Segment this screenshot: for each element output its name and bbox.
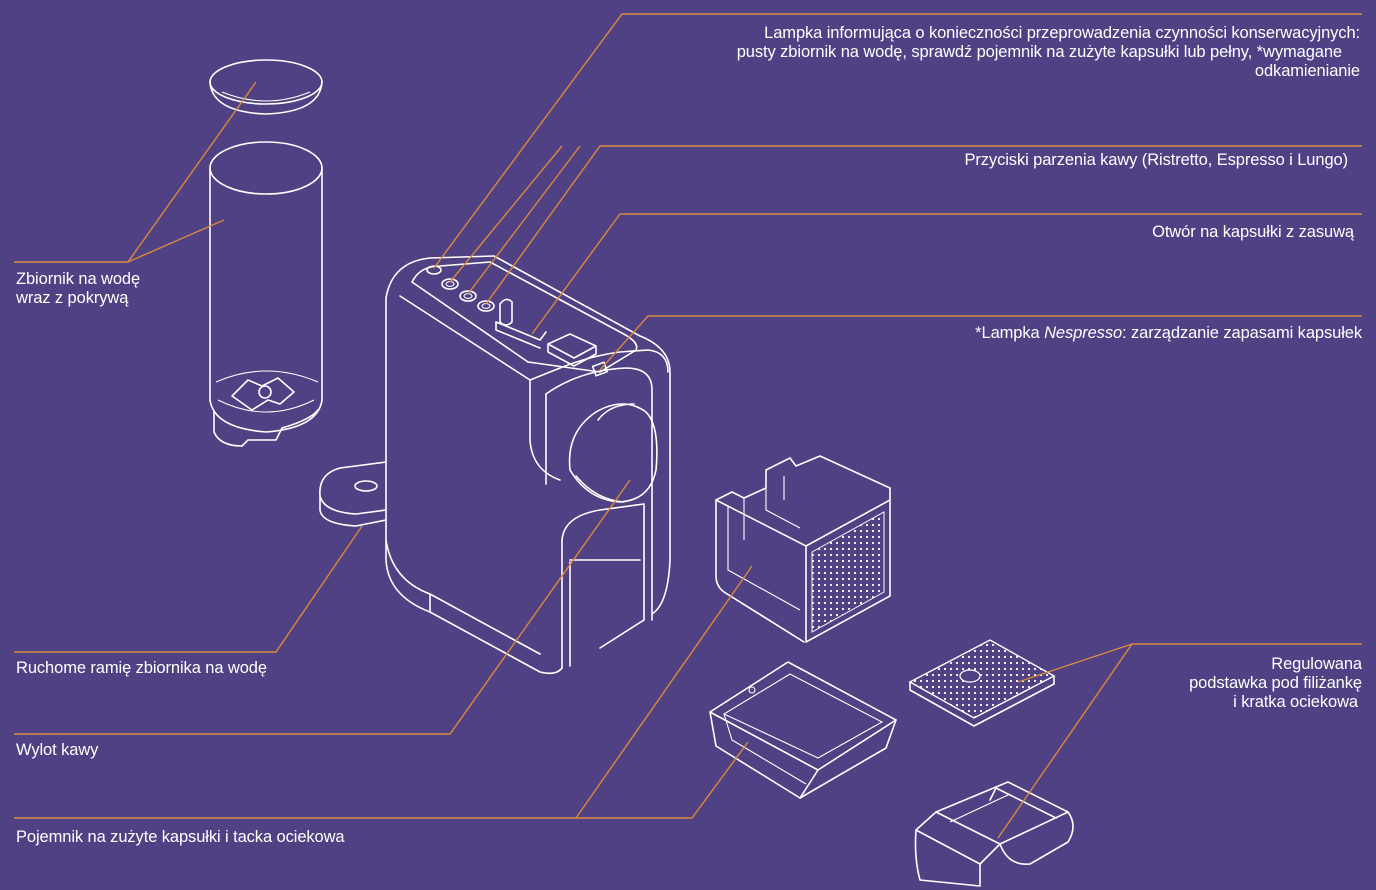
capsule-container: [715, 455, 891, 643]
drip-grid: [908, 639, 1056, 727]
nespresso-light-suffix: : zarządzanie zapasami kapsułek: [1122, 324, 1362, 342]
coffee-outlet-label: Wylot kawy: [16, 741, 99, 759]
cup-support-label-line1: Regulowana: [1271, 655, 1362, 673]
cup-support-label-line3: i kratka ociekowa: [1233, 693, 1358, 711]
capsule-slot-label: Otwór na kapsułki z zasuwą: [1152, 223, 1354, 241]
capsule-container-label: Pojemnik na zużyte kapsułki i tacka ocie…: [16, 828, 345, 846]
nespresso-light-label: *Lampka Nespresso: zarządzanie zapasami …: [975, 324, 1362, 343]
tank-arm-label: Ruchome ramię zbiornika na wodę: [16, 659, 267, 677]
maintenance-light-label-line3: odkamienianie: [1254, 62, 1360, 80]
nespresso-light-prefix: *Lampka: [975, 324, 1045, 342]
water-tank-lid: [209, 59, 323, 115]
coffee-machine-body: [319, 255, 671, 675]
leader-lines: [14, 13, 1362, 839]
maintenance-light-label: Lampka informująca o konieczności przepr…: [737, 24, 1360, 81]
water-tank-label-line2: wraz z pokrywą: [16, 289, 129, 307]
maintenance-light-label-line2: pusty zbiornik na wodę, sprawdź pojemnik…: [736, 43, 1342, 61]
maintenance-light-label-line1: Lampka informująca o konieczności przepr…: [764, 24, 1360, 42]
water-tank-label: Zbiornik na wodę wraz z pokrywą: [16, 270, 140, 308]
water-tank-label-line1: Zbiornik na wodę: [16, 270, 141, 288]
nespresso-brand: Nespresso: [1044, 324, 1123, 342]
drip-tray: [709, 661, 897, 799]
brew-buttons-label: Przyciski parzenia kawy (Ristretto, Espr…: [964, 151, 1348, 169]
cup-support-label: Regulowana podstawka pod filiżankę i kra…: [1189, 655, 1362, 712]
cup-support-label-line2: podstawka pod filiżankę: [1189, 674, 1362, 692]
cup-support: [914, 781, 1074, 887]
water-tank: [209, 141, 323, 447]
